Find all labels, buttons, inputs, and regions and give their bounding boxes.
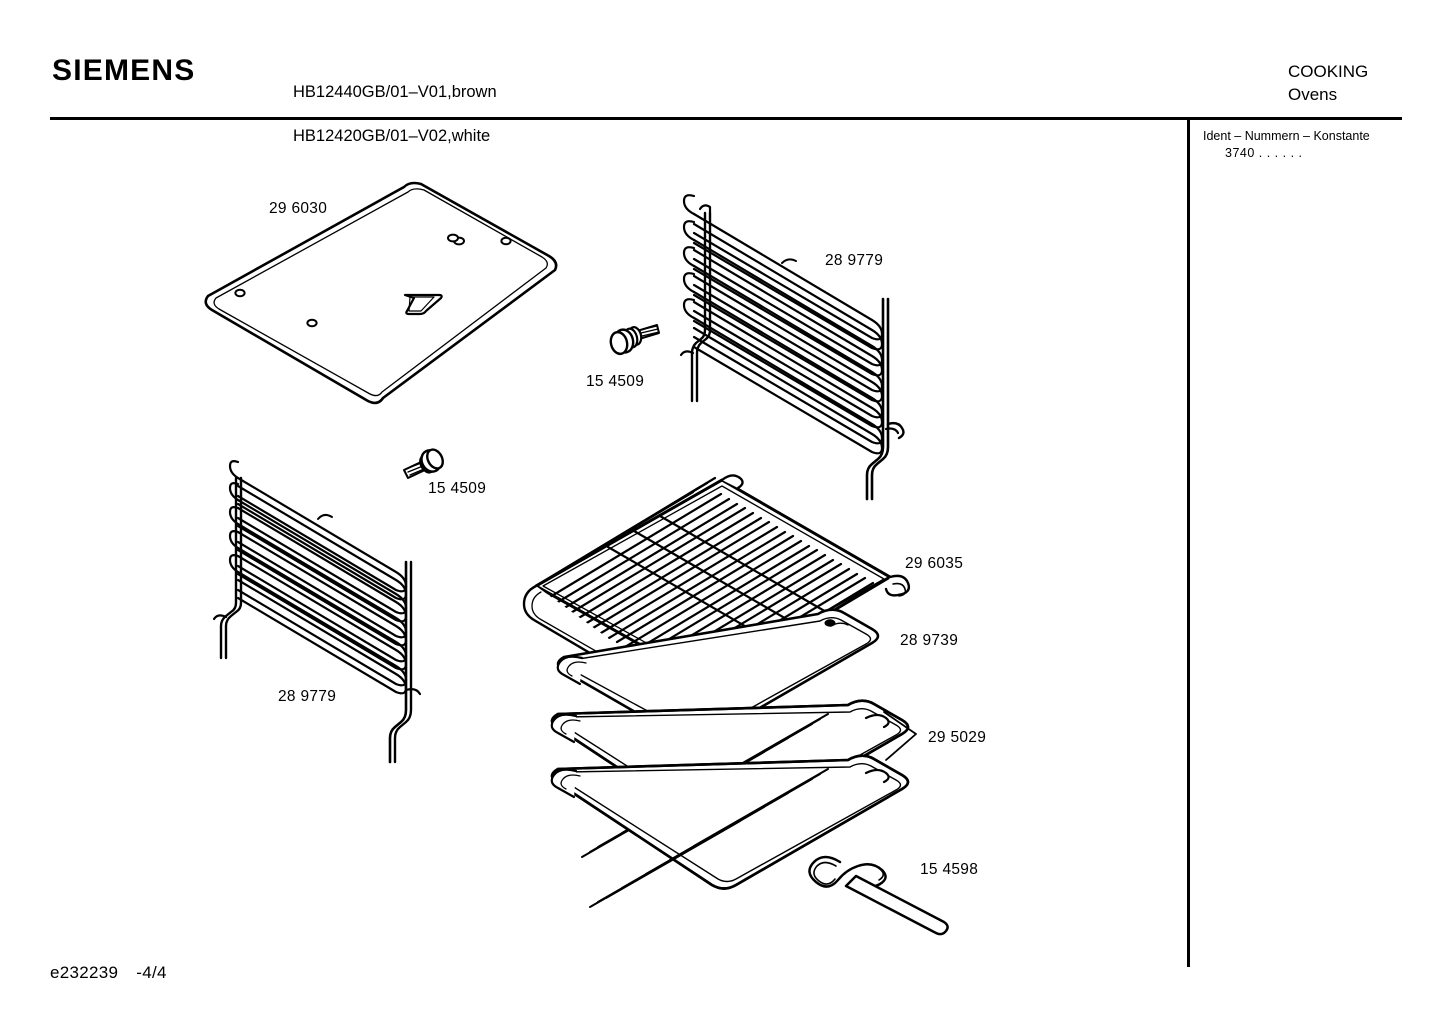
part-label-fixing-screw-upper: 15 4509 [586,373,645,390]
part-label-pan-handle-clip: 15 4598 [920,861,979,878]
footer-page-number: -4/4 [136,963,167,982]
part-shape-oven-base-panel [204,181,558,405]
footer-doc-id: e232239 [50,963,119,982]
ident-value: 3740 . . . . . . [1225,146,1303,160]
part-shape-baking-tray [556,608,880,744]
category-group: COOKING [1288,62,1369,81]
part-shape-fixing-screw-upper [609,324,660,356]
brand-logo: SIEMENS [52,54,196,87]
leader-bracket-grill-pans [883,711,917,761]
category-block: COOKING Ovens [1288,60,1368,106]
part-label-wire-grid-shelf: 29 6035 [905,555,964,572]
ident-numbers-block: Ident – Nummern – Konstante 3740 . . . .… [1203,128,1370,162]
model-line-1: HB12440GB/01–V01,brown [293,83,497,101]
part-shape-wire-grid-shelf [522,474,911,723]
part-shape-shelf-support-rail-right [679,194,905,501]
part-label-oven-base-panel: 29 6030 [269,200,328,217]
footer: e232239 -4/4 [50,963,167,983]
part-shape-grill-pan-insert-upper [550,699,910,858]
category-subgroup: Ovens [1288,85,1338,104]
part-label-baking-tray: 28 9739 [900,632,959,649]
header-divider [50,117,1402,120]
part-label-fixing-screw-lower: 15 4509 [428,480,487,497]
part-shape-grill-pan-insert-lower [550,754,910,908]
model-list: HB12440GB/01–V01,brown HB12420GB/01–V02,… [293,59,497,169]
part-shape-shelf-support-rail-left [212,460,422,764]
part-shape-fixing-screw-lower [403,448,444,479]
part-label-grill-pan-insert: 29 5029 [928,729,987,746]
part-label-shelf-rail-left: 28 9779 [278,688,337,705]
part-label-shelf-rail-right: 28 9779 [825,252,884,269]
model-line-2: HB12420GB/01–V02,white [293,127,491,145]
sidebar-divider [1187,120,1190,967]
ident-title: Ident – Nummern – Konstante [1203,129,1370,143]
